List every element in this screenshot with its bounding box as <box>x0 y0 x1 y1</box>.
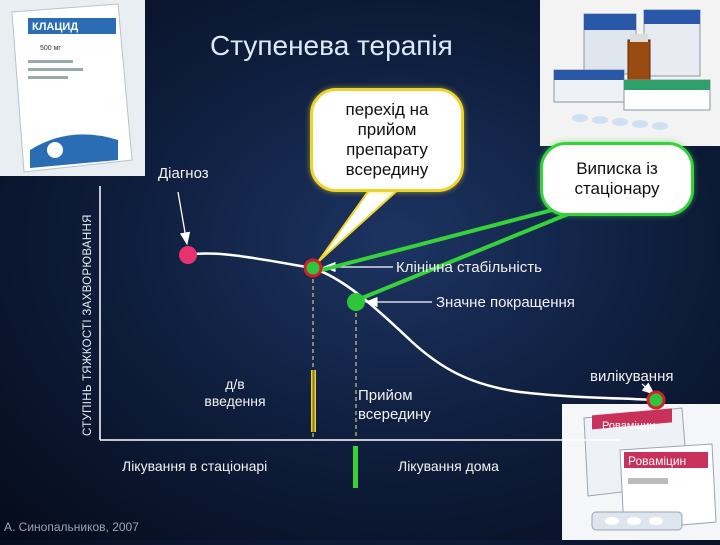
cure-label: вилікування <box>590 368 674 385</box>
improvement-label: Значне покращення <box>436 294 575 311</box>
switch-bubble-line-1: перехід на <box>345 100 429 119</box>
discharge-arrow-1 <box>321 206 561 272</box>
rovamycin-box-image: Ровамiцин Ровамiцин <box>562 404 720 540</box>
home-treatment-label: Лікування дома <box>398 458 499 474</box>
diagnosis-label: Діагноз <box>158 165 209 182</box>
diagnosis-dot <box>179 246 197 264</box>
hospital-home-divider <box>353 446 358 488</box>
iv-label-line-1: д/в <box>225 376 245 392</box>
iv-administration-label: д/в введення <box>190 376 280 410</box>
switch-bubble-line-2: прийом <box>357 120 417 139</box>
source-credit: А. Синопальников, 2007 <box>4 520 139 534</box>
page-title: Ступенева терапія <box>210 30 453 61</box>
klacid-box-text: КЛАЦИД <box>32 21 78 33</box>
oral-label-line-1: Прийом <box>358 387 413 404</box>
improvement-dot <box>347 293 365 311</box>
diagnosis-arrow <box>177 191 191 246</box>
oral-intake-label: Прийом всередину <box>358 386 431 424</box>
discharge-bubble: Виписка із стаціонару <box>540 142 694 216</box>
klacid-box-photo: КЛАЦИД 500 мг <box>0 0 145 176</box>
discharge-bubble-line-1: Виписка із <box>576 159 658 178</box>
iv-label-line-2: введення <box>204 393 266 409</box>
rovamycin-box-photo: Ровамiцин Ровамiцин <box>562 404 720 540</box>
clinical-stability-label: Клінічна стабільність <box>396 259 542 276</box>
klacid-box-image: КЛАЦИД 500 мг <box>0 0 145 176</box>
medicine-packs-photo <box>540 0 720 146</box>
switch-bubble-tail <box>317 184 403 263</box>
rovamycin-box-text-back: Ровамiцин <box>602 420 655 432</box>
hospital-treatment-label: Лікування в стаціонарі <box>122 458 268 474</box>
switch-dot <box>303 258 323 278</box>
switch-double-bar-inner <box>312 370 315 432</box>
switch-bubble-line-3: препарату <box>346 140 428 159</box>
oral-label-line-2: всередину <box>358 406 431 423</box>
cure-dot <box>646 390 666 410</box>
klacid-dose-text: 500 мг <box>40 45 61 52</box>
discharge-arrow-2 <box>361 208 579 300</box>
medicine-packs-image <box>540 0 720 146</box>
rovamycin-box-text: Ровамiцин <box>628 454 686 468</box>
switch-bubble: перехід на прийом препарату всередину <box>310 88 464 192</box>
severity-curve <box>187 252 657 402</box>
discharge-bubble-line-2: стаціонару <box>574 179 660 198</box>
switch-bubble-line-4: всередину <box>345 160 429 179</box>
